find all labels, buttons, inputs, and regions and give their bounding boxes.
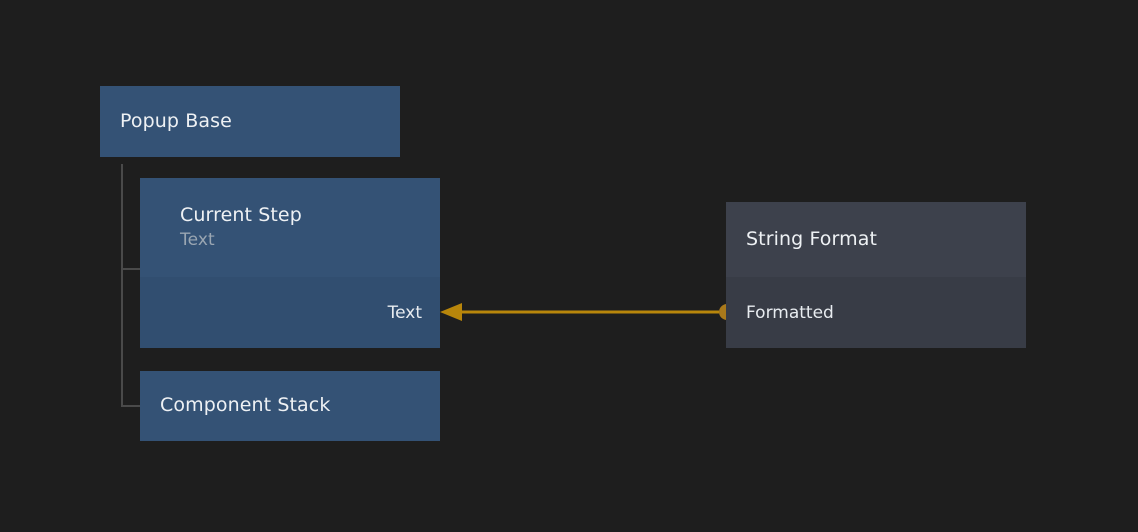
node-string-format-title: String Format bbox=[746, 227, 877, 250]
node-current-step-header: Current Step Text bbox=[140, 178, 440, 277]
tree-branch-line-1 bbox=[121, 268, 140, 270]
node-component-stack-header: Component Stack bbox=[140, 371, 440, 441]
node-popup-base-title: Popup Base bbox=[120, 109, 232, 132]
node-string-format-header: String Format bbox=[726, 202, 1026, 277]
node-component-stack[interactable]: Component Stack bbox=[140, 371, 440, 441]
wire-arrowhead-icon bbox=[440, 303, 462, 321]
node-popup-base-header: Popup Base bbox=[100, 86, 400, 157]
node-current-step-subtitle: Text bbox=[180, 229, 215, 250]
node-string-format-body: Formatted bbox=[726, 277, 1026, 348]
node-current-step-title: Current Step bbox=[180, 204, 302, 227]
node-current-step-body: Text bbox=[140, 277, 440, 348]
node-component-stack-title: Component Stack bbox=[160, 394, 331, 417]
port-current-step-text[interactable]: Text bbox=[387, 302, 422, 323]
tree-trunk-line bbox=[121, 164, 123, 407]
node-current-step[interactable]: Current Step Text Text bbox=[140, 178, 440, 348]
tree-branch-line-2 bbox=[121, 405, 140, 407]
node-string-format[interactable]: String Format Formatted bbox=[726, 202, 1026, 348]
port-string-format-formatted[interactable]: Formatted bbox=[746, 302, 834, 323]
node-popup-base[interactable]: Popup Base bbox=[100, 86, 400, 157]
